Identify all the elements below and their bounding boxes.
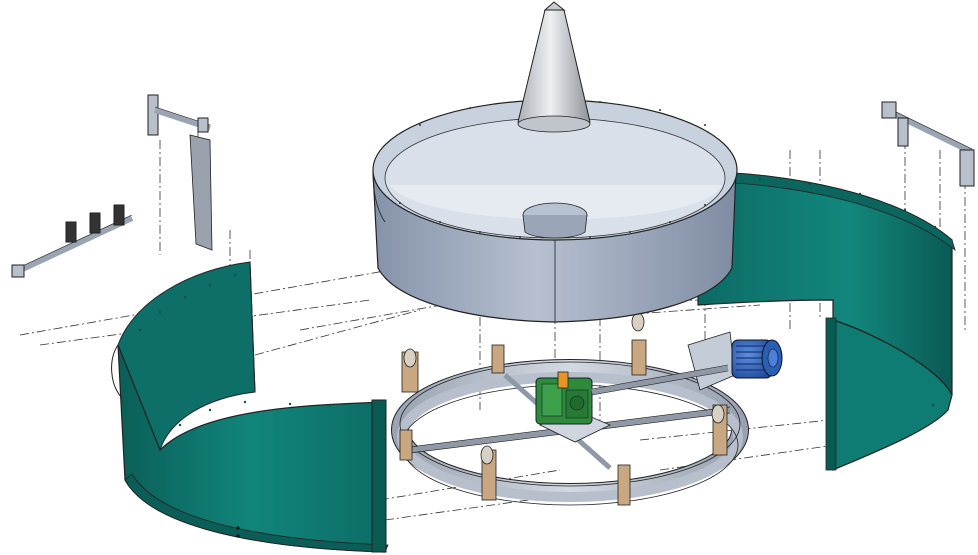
bracket-arm-left-low bbox=[11, 204, 134, 278]
left-shell bbox=[111, 261, 389, 553]
orange-coupling bbox=[557, 371, 569, 389]
rotating-drum bbox=[372, 99, 738, 323]
base-ring bbox=[391, 312, 749, 506]
center-cone bbox=[517, 1, 591, 133]
support-bracket-left bbox=[147, 94, 213, 251]
gearbox bbox=[535, 377, 593, 425]
drive-assembly bbox=[535, 339, 783, 443]
scraper-arm bbox=[189, 134, 213, 251]
support-bracket-right bbox=[881, 101, 975, 187]
electric-motor bbox=[731, 339, 783, 379]
right-shell bbox=[697, 171, 956, 471]
